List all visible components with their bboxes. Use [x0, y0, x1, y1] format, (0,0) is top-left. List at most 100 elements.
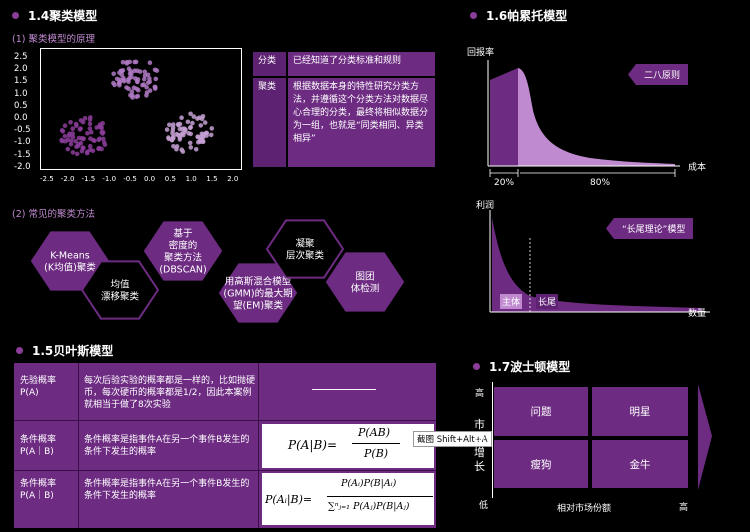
- scatter-point: [180, 126, 185, 131]
- scatter-point: [129, 89, 135, 94]
- scatter-point: [167, 122, 172, 128]
- scatter-point: [85, 149, 90, 154]
- scatter-point: [62, 133, 68, 139]
- scatter-point: [59, 137, 64, 143]
- longtail-banner: “长尾理论”模型: [606, 218, 694, 239]
- method-hexagon: [143, 221, 223, 281]
- scatter-point: [118, 68, 124, 74]
- method-label: (GMM)的最大期: [223, 288, 292, 300]
- table-key-classify: 分类: [253, 52, 286, 76]
- longtail-y-label: 利润: [476, 201, 495, 211]
- section-title-bayes: 1.5贝叶斯模型: [16, 342, 113, 359]
- scatter-point: [145, 72, 151, 78]
- pareto-20-percent: 20%: [494, 178, 515, 188]
- method-label: 均值: [110, 279, 130, 291]
- scatter-point: [200, 138, 206, 144]
- boston-cell-star: 明星: [592, 387, 688, 436]
- bayes-title: 1.5贝叶斯模型: [32, 344, 114, 358]
- pareto-x-label: 成本: [688, 163, 707, 173]
- method-label: 用高斯混合模型: [225, 276, 292, 288]
- bullet-dot-icon: [470, 12, 477, 19]
- scatter-point: [87, 143, 93, 149]
- scatter-point: [147, 76, 152, 81]
- section-title-clustering: 1.4聚类模型: [12, 7, 97, 24]
- bayes-divider-1: [78, 363, 79, 528]
- boston-arrow-icon: [698, 384, 712, 490]
- scatter-point: [188, 111, 193, 117]
- scatter-point: [101, 140, 107, 145]
- scatter-point: [74, 123, 79, 129]
- scatter-point: [96, 146, 101, 151]
- scatter-point: [188, 124, 193, 130]
- method-label: 凝聚: [295, 239, 315, 250]
- method-label: 图团: [355, 272, 374, 283]
- bullet-dot-icon: [473, 363, 480, 370]
- scatter-x-tick: -2.5: [40, 175, 54, 183]
- scatter-y-tick: 2.0: [14, 64, 28, 75]
- scatter-y-tick: 1.5: [14, 76, 28, 87]
- scatter-x-tick: 0.5: [164, 175, 176, 183]
- screenshot-tooltip: 截图 Shift+Alt+A: [413, 431, 492, 447]
- bayes-row-3-name: 条件概率 P(A｜B): [20, 479, 57, 501]
- table-value-cluster: 根据数据本身的特性研究分类方法，并遵循这个分类方法对数据尽心合理的分类，最终将相…: [288, 78, 435, 167]
- scatter-point: [127, 59, 132, 65]
- table-key-cluster: 聚类: [253, 78, 286, 167]
- table-value-classify: 已经知道了分类标准和规则: [288, 52, 435, 76]
- boston-x-label: 相对市场份额: [557, 504, 612, 514]
- method-label: 层次聚类: [286, 250, 325, 262]
- scatter-point: [199, 116, 205, 122]
- bayes-row-3-desc: 条件概率是指事件A在另一个事件B发生的条件下发生的概率: [84, 479, 250, 501]
- scatter-point: [85, 131, 90, 136]
- scatter-point: [180, 131, 185, 136]
- scatter-point: [66, 133, 72, 139]
- scatter-point: [62, 123, 68, 128]
- boston-y-low: 低: [479, 501, 489, 511]
- scatter-point: [134, 86, 139, 92]
- scatter-point: [90, 148, 96, 154]
- bayes-row-2-desc: 条件概率是指事件A在另一个事件B发生的条件下发生的概率: [84, 435, 250, 457]
- formula-2-lhs: P(A|B)=: [288, 438, 338, 452]
- scatter-point: [179, 115, 184, 120]
- scatter-point: [152, 86, 158, 91]
- scatter-x-tick: 0.0: [144, 175, 156, 183]
- scatter-point: [74, 151, 80, 157]
- longtail-head-label: 主体: [500, 294, 523, 309]
- bayes-row-divider-1: [14, 420, 436, 421]
- method-label: 望(EM)聚类: [233, 300, 284, 312]
- scatter-point: [152, 67, 158, 73]
- boston-y-high: 高: [475, 389, 485, 399]
- bullet-dot-icon: [16, 347, 23, 354]
- scatter-point: [89, 129, 94, 135]
- formula-3-denominator: ∑ⁿⱼ₌₁ P(Aⱼ)P(B|Aⱼ): [328, 501, 410, 512]
- pareto-y-label: 回报率: [467, 48, 495, 58]
- scatter-point: [132, 59, 137, 65]
- scatter-point: [209, 126, 215, 131]
- scatter-point: [82, 116, 88, 121]
- scatter-point: [78, 126, 83, 131]
- scatter-point: [70, 131, 75, 136]
- scatter-y-tick: 0.0: [14, 113, 28, 123]
- scatter-point: [126, 66, 132, 71]
- method-label: 密度的: [169, 240, 198, 252]
- method-label: (DBSCAN): [159, 265, 206, 276]
- scatter-point: [164, 127, 170, 132]
- method-hexagon: [80, 260, 160, 320]
- bayes-row-divider-2: [14, 470, 436, 471]
- scatter-point: [193, 147, 199, 152]
- scatter-point: [79, 148, 85, 154]
- scatter-point: [190, 120, 195, 126]
- scatter-point: [135, 93, 141, 99]
- scatter-point: [92, 138, 97, 143]
- scatter-y-tick: 0.5: [14, 100, 28, 111]
- scatter-y-tick: -0.5: [14, 125, 31, 136]
- scatter-point: [68, 120, 73, 125]
- scatter-point: [169, 137, 175, 143]
- scatter-point: [185, 119, 191, 125]
- scatter-x-tick: -1.0: [102, 175, 117, 183]
- pareto-banner: 二八原则: [628, 64, 689, 85]
- scatter-point: [174, 144, 180, 149]
- formula-3-lhs: P(Aᵢ|B)=: [265, 493, 313, 506]
- scatter-point: [111, 80, 116, 86]
- scatter-point: [204, 133, 209, 138]
- scatter-point: [97, 136, 102, 141]
